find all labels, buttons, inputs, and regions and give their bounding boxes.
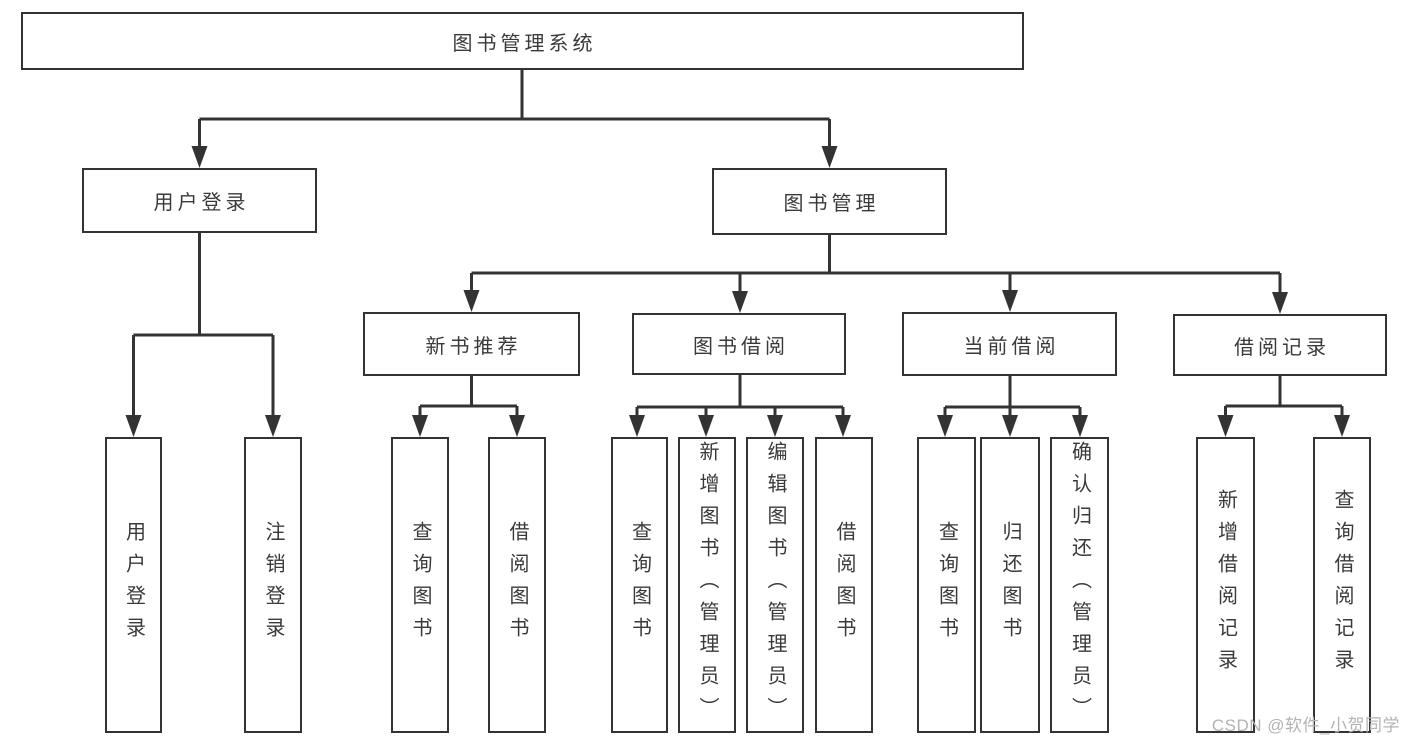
leaf-label: 确认归还（管理员） [1068, 441, 1091, 729]
leaf-user-login: 用户登录 [105, 437, 162, 733]
leaf-label: 用户登录 [122, 521, 145, 649]
leaf-label: 归还图书 [999, 521, 1021, 649]
node-user-login: 用户登录 [82, 168, 317, 233]
leaf-query-books-current: 查询图书 [917, 437, 976, 733]
leaf-logout: 注销登录 [244, 437, 302, 733]
node-label: 图书借阅 [693, 335, 789, 358]
leaf-borrow-books-borrowing: 借阅图书 [815, 437, 873, 733]
node-label: 图书管理 [783, 193, 880, 215]
leaf-label: 借阅图书 [506, 521, 528, 649]
node-current-borrowing: 当前借阅 [902, 312, 1117, 376]
leaf-label: 编辑图书（管理员） [764, 441, 786, 729]
leaf-add-borrow-record: 新增借阅记录 [1196, 437, 1255, 733]
leaf-label: 新增图书（管理员） [696, 441, 718, 729]
watermark: CSDN @软件_小贺同学 [1211, 716, 1400, 735]
leaf-label: 新增借阅记录 [1214, 489, 1237, 681]
leaf-label: 查询图书 [628, 521, 651, 649]
leaf-query-borrow-record: 查询借阅记录 [1313, 437, 1371, 733]
node-borrowing-records: 借阅记录 [1173, 314, 1387, 376]
leaf-confirm-return-admin: 确认归还（管理员） [1050, 437, 1109, 733]
leaf-borrow-books-recommend: 借阅图书 [488, 437, 546, 733]
leaf-edit-books-admin: 编辑图书（管理员） [746, 437, 804, 733]
leaf-label: 查询图书 [409, 521, 431, 649]
node-label: 借阅记录 [1234, 336, 1330, 359]
leaf-label: 查询借阅记录 [1331, 489, 1353, 681]
node-label: 新书推荐 [425, 335, 522, 358]
leaf-label: 查询图书 [935, 521, 958, 649]
leaf-label: 注销登录 [262, 521, 284, 649]
node-label: 图书管理系统 [452, 32, 597, 55]
leaf-return-books: 归还图书 [980, 437, 1040, 733]
leaf-query-books-borrowing: 查询图书 [611, 437, 668, 733]
node-label: 当前借阅 [963, 335, 1060, 358]
leaf-query-books-recommend: 查询图书 [391, 437, 449, 733]
leaf-add-books-admin: 新增图书（管理员） [678, 437, 736, 733]
arrowhead-icons [125, 146, 1350, 437]
node-book-management: 图书管理 [712, 168, 947, 235]
node-book-borrowing: 图书借阅 [632, 313, 846, 375]
node-root-library-system: 图书管理系统 [21, 12, 1024, 70]
node-label: 用户登录 [153, 192, 250, 214]
node-new-book-recommendation: 新书推荐 [363, 312, 580, 376]
leaf-label: 借阅图书 [833, 521, 855, 649]
